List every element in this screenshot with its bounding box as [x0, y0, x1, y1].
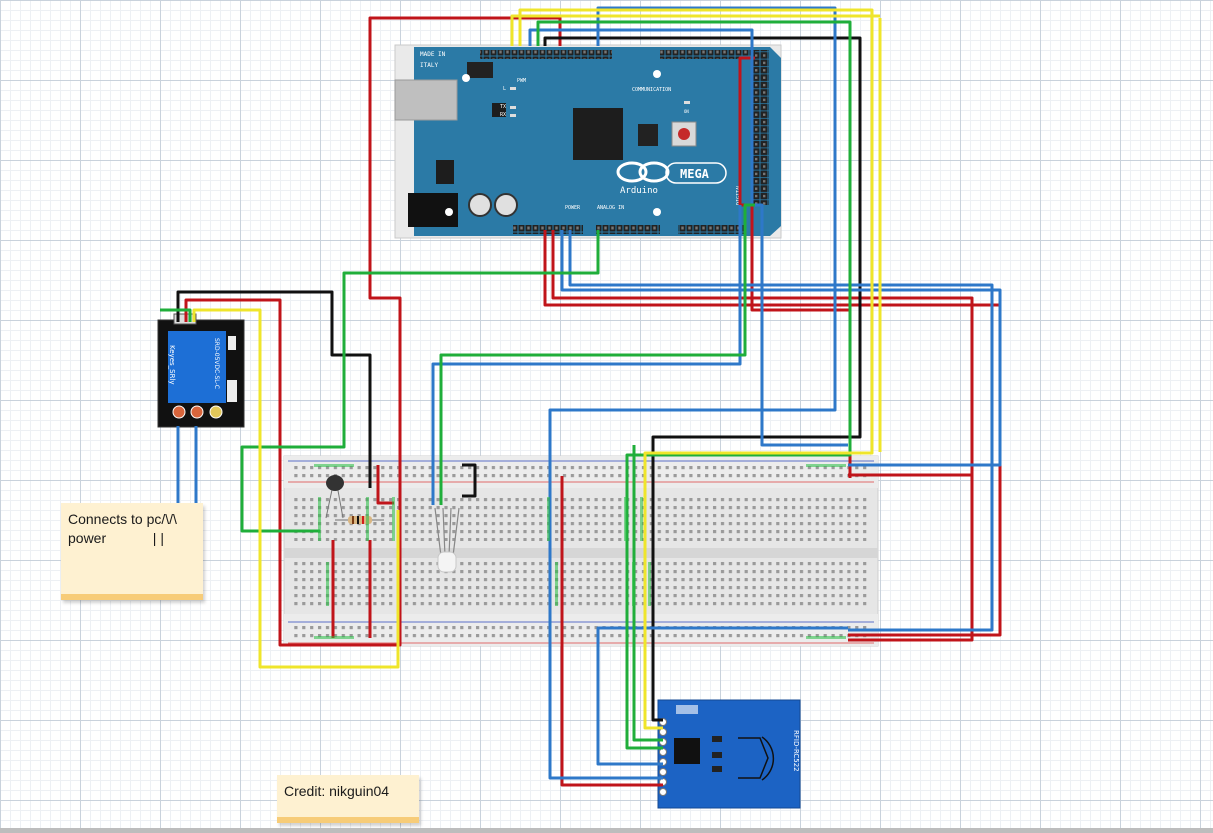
- mount-hole-1: [462, 74, 470, 82]
- capacitor-2: [494, 193, 518, 217]
- wire-blue: [568, 230, 994, 632]
- wire-black: [462, 463, 477, 498]
- wire-blue: [560, 230, 1002, 467]
- wire-red: [376, 465, 394, 505]
- relay-diode: [227, 380, 237, 402]
- analog-in-label: ANALOG IN: [597, 205, 624, 211]
- relay-terminal-3: [209, 405, 223, 419]
- power-note-line2: power | |: [68, 530, 164, 546]
- active-breadboard-columns: [314, 464, 846, 639]
- reset-button: [678, 128, 690, 140]
- l-led: [510, 87, 516, 90]
- on-led: [684, 101, 690, 104]
- brand-name: Arduino: [620, 186, 658, 196]
- credit-note: Credit: nikguin04: [277, 775, 419, 823]
- arduino-mega-board: MEGA Arduino MADE IN ITALY PWM COMMUNICA…: [394, 44, 782, 239]
- power-note-line1: Connects to pc/\/\: [68, 511, 177, 527]
- power-note: Connects to pc/\/\ power | |: [61, 503, 203, 600]
- rgb-led: [434, 507, 460, 573]
- wire-blue: [596, 626, 848, 766]
- breadboard: [283, 455, 879, 647]
- mount-hole-3: [653, 70, 661, 78]
- credit-text: Credit: nikguin04: [284, 783, 390, 799]
- rfid-component-1: [712, 736, 722, 742]
- thermistor: [325, 475, 344, 519]
- wire-green: [160, 308, 192, 322]
- voltage-regulator: [436, 160, 454, 184]
- relay-spec-label: SRD-05VDC-SL-C: [213, 338, 220, 389]
- relay-terminal-2: [190, 405, 204, 419]
- rx-label: RX: [500, 112, 506, 118]
- communication-label: COMMUNICATION: [632, 87, 671, 93]
- usb-chip: [492, 103, 506, 117]
- wire-green: [439, 203, 755, 505]
- top-power-rail: [292, 464, 870, 480]
- rx-led: [510, 114, 516, 117]
- relay-led: [228, 336, 236, 350]
- rfid-component-3: [712, 766, 722, 772]
- relay-terminal-1: [172, 405, 186, 419]
- wire-blue: [431, 205, 742, 505]
- relay-module: Keyes_SRly SRD-05VDC-SL-C: [157, 313, 245, 428]
- l-label: L: [503, 86, 506, 92]
- power-label: POWER: [565, 205, 581, 211]
- wire-red: [184, 298, 402, 647]
- wire-black: [176, 290, 372, 488]
- microcontroller-chip: [573, 108, 623, 160]
- analog-header-right: [678, 225, 744, 234]
- mount-hole-4: [653, 208, 661, 216]
- rfid-chip: [674, 738, 700, 764]
- capacitor-1: [468, 193, 492, 217]
- made-in-country: ITALY: [420, 62, 438, 69]
- wire-green: [632, 445, 663, 742]
- wire-red: [848, 473, 974, 640]
- bottom-scrollbar[interactable]: [0, 828, 1213, 833]
- power-header: [513, 225, 583, 234]
- tx-label: TX: [500, 104, 506, 110]
- wires: [160, 6, 1002, 787]
- rfid-component-2: [712, 752, 722, 758]
- wire-yellow: [510, 14, 880, 46]
- tx-led: [510, 106, 516, 109]
- analog-header-left: [596, 225, 660, 234]
- rfid-label: RFID-RC522: [792, 730, 800, 772]
- bottom-terminal-strip: [292, 562, 870, 606]
- wire-black: [543, 36, 862, 722]
- pwm-label: PWM: [517, 78, 526, 84]
- wire-red: [560, 476, 663, 787]
- on-label: ON: [684, 109, 689, 114]
- relay-body: [168, 331, 226, 403]
- usb-port: [394, 79, 458, 121]
- wire-green: [240, 230, 600, 533]
- wire-yellow: [192, 308, 400, 669]
- wire-green: [536, 20, 852, 750]
- digital-header-right: [660, 50, 755, 59]
- relay-label: Keyes_SRly: [168, 345, 176, 385]
- mount-hole-2: [445, 208, 453, 216]
- rfid-antenna: [738, 737, 769, 779]
- wire-red: [551, 230, 974, 642]
- arduino-logo: [616, 161, 727, 184]
- icsp-header: [467, 62, 493, 78]
- wire-blue: [548, 6, 837, 780]
- rfid-rc522-module: RFID-RC522: [657, 699, 801, 809]
- made-in-label: MADE IN: [420, 51, 446, 58]
- digital-header-left: [480, 50, 612, 59]
- board-name: MEGA: [680, 167, 710, 181]
- wire-yellow: [518, 8, 874, 730]
- icsp-header-2: [638, 124, 658, 146]
- digital-header-vertical: [753, 50, 769, 205]
